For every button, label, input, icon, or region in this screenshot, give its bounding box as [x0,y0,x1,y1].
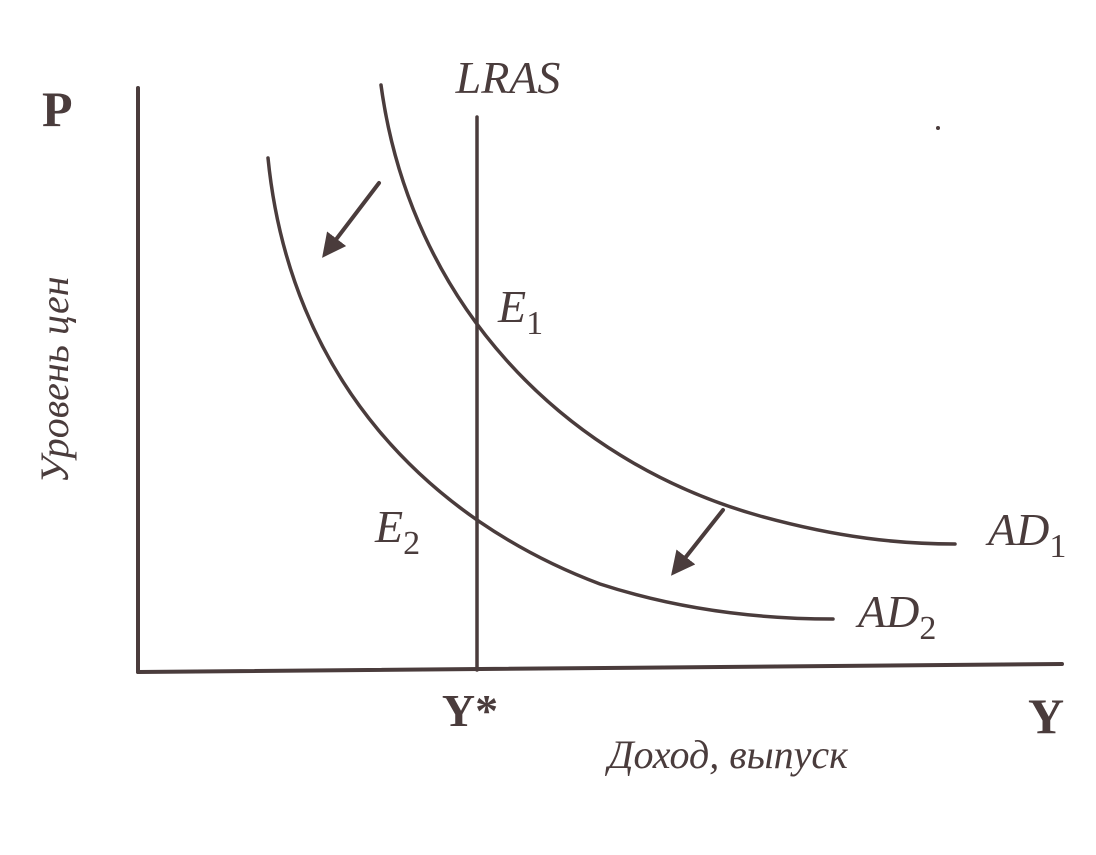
shift-arrow-lower [671,508,725,576]
ad2-label-base: AD [855,586,919,637]
e2-label-sub: 2 [403,525,420,562]
ad2-curve [266,156,835,621]
x-tick-ystar: Y* [442,685,498,736]
ad1-curve [379,83,957,546]
shift-arrow-upper [322,181,381,258]
e1-label-sub: 1 [526,305,543,342]
ad2-label-sub: 2 [919,610,936,647]
e2-label-base: E [374,501,403,552]
x-axis-symbol: Y [1028,688,1064,744]
stray-dot [936,126,940,130]
y-axis-symbol: P [42,81,73,137]
x-axis-caption: Доход, выпуск [604,732,848,777]
ad1-label: AD1 [985,504,1066,565]
lras-label: LRAS [455,52,561,103]
y-axis-caption: Уровень цен [32,276,77,483]
ad1-label-sub: 1 [1049,528,1066,565]
ad1-label-base: AD [985,504,1049,555]
e1-label: E1 [497,281,543,342]
ad2-label: AD2 [855,586,936,647]
e1-label-base: E [497,281,526,332]
x-axis [136,662,1064,674]
e2-label: E2 [374,501,420,562]
